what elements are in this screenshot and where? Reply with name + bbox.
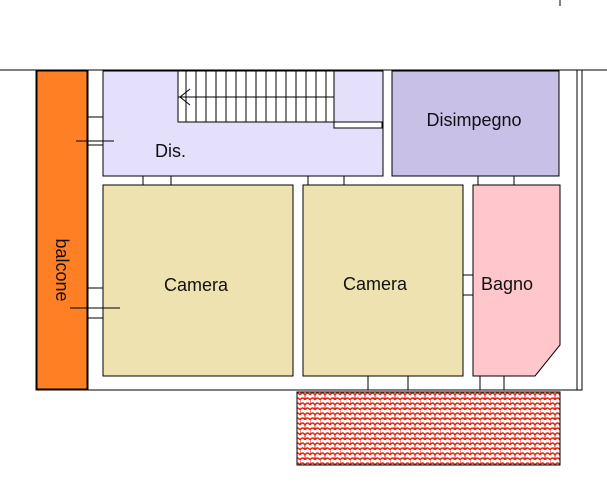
wall-openings: [87, 116, 515, 391]
door-lines: [70, 140, 120, 309]
room-balcone: [36, 70, 88, 390]
label-bagno: Bagno: [481, 274, 533, 294]
room-disimpegno: [391, 70, 560, 177]
stair-arrow-icon: [179, 88, 191, 106]
label-dis: Dis.: [155, 141, 186, 161]
label-camera-2: Camera: [343, 274, 408, 294]
label-camera-1: Camera: [164, 275, 229, 295]
label-balcone: balcone: [52, 238, 72, 301]
room-bagno: [472, 184, 561, 377]
label-disimpegno: Disimpegno: [426, 110, 521, 130]
staircase: [177, 70, 383, 129]
room-camera-1: [102, 184, 294, 377]
roof-tiles: [296, 391, 561, 466]
